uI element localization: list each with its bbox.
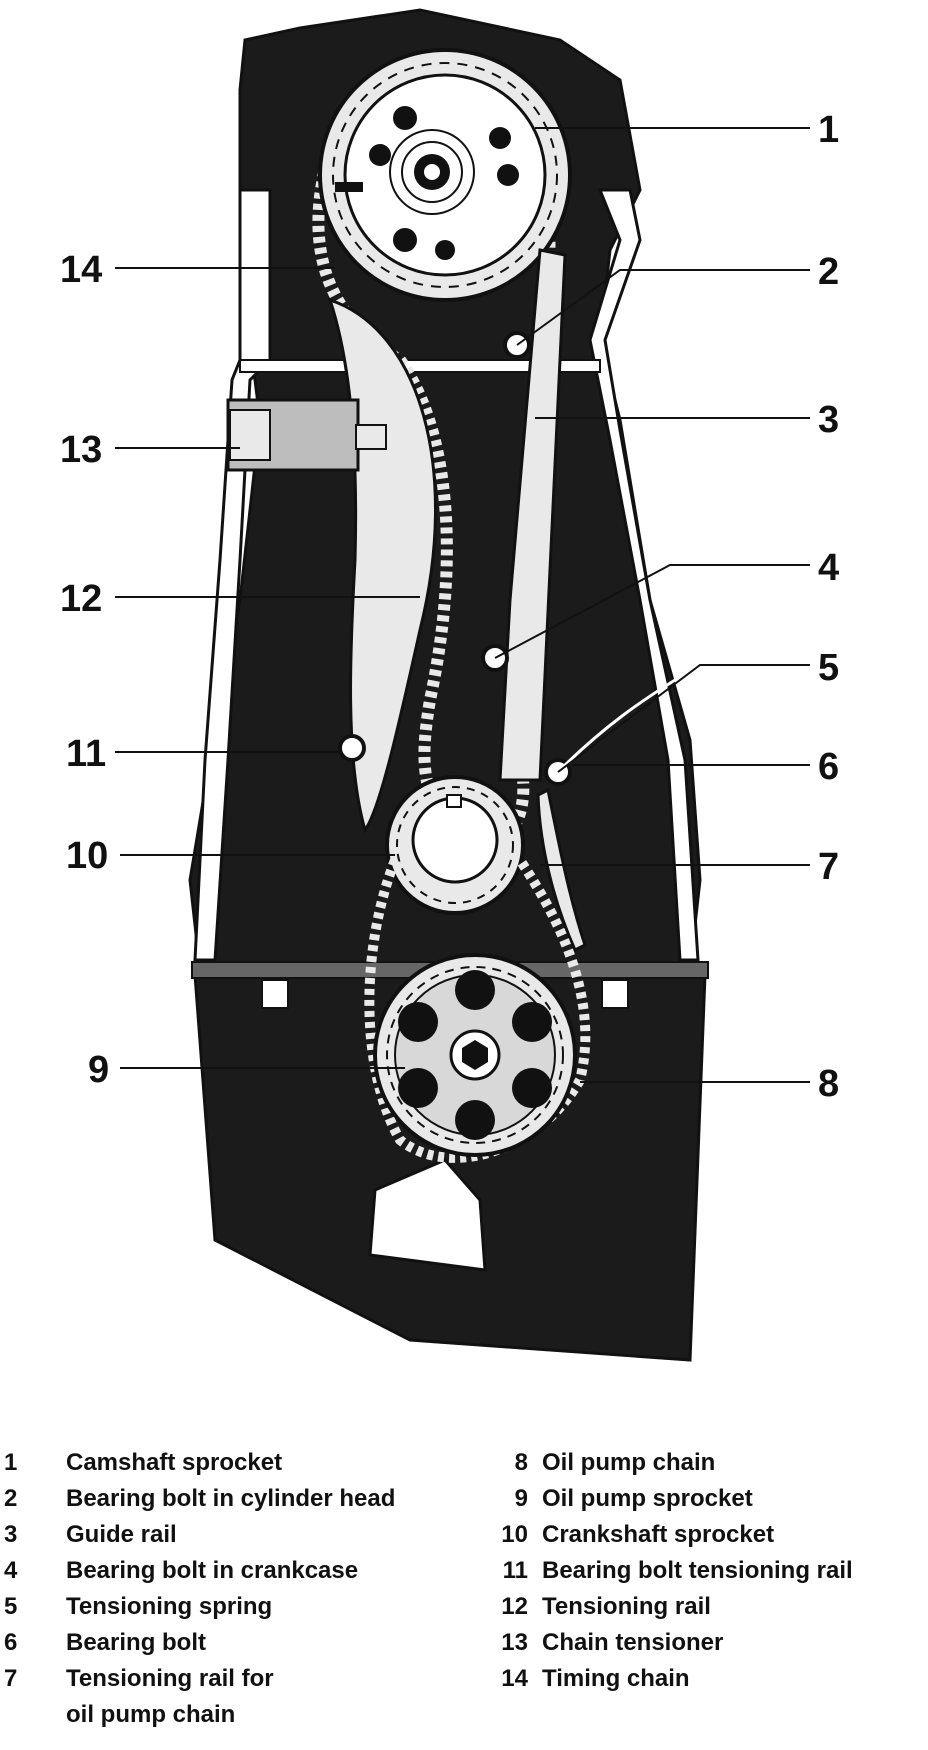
legend-number: 6 xyxy=(4,1629,18,1656)
legend-row: 7 Tensioning rail for oil pump chain xyxy=(0,1661,470,1733)
legend-number: 8 xyxy=(514,1449,528,1476)
callout-14: 14 xyxy=(60,249,102,291)
legend-number: 12 xyxy=(501,1593,528,1620)
callout-5: 5 xyxy=(818,647,839,689)
camshaft-sprocket xyxy=(318,48,572,302)
callout-1: 1 xyxy=(818,109,839,151)
callout-3: 3 xyxy=(818,399,839,441)
legend-text: Tensioning rail for oil pump chain xyxy=(66,1665,274,1728)
legend-text: Crankshaft sprocket xyxy=(542,1521,775,1548)
legend-number: 5 xyxy=(4,1593,18,1620)
head-gasket-band xyxy=(239,359,601,373)
legend-column-left: 1 Camshaft sprocket 2 Bearing bolt in cyli… xyxy=(0,1445,470,1733)
tensioning-spring xyxy=(556,663,701,774)
legend-number: 9 xyxy=(514,1485,528,1512)
legend-number: 2 xyxy=(4,1485,18,1512)
legend-text: Tensioning spring xyxy=(66,1593,273,1620)
callout-11: 11 xyxy=(66,733,106,775)
pan-bolt-left xyxy=(261,979,289,1009)
callout-7: 7 xyxy=(818,846,839,888)
legend-row: 3 Guide rail xyxy=(0,1517,470,1553)
callout-10: 10 xyxy=(66,835,108,877)
legend-row: 2 Bearing bolt in cylinder head xyxy=(0,1481,470,1517)
legend-number: 3 xyxy=(4,1521,18,1548)
legend-text: Bearing bolt xyxy=(66,1629,207,1656)
legend-row: 11 Bearing bolt tensioning rail xyxy=(470,1553,928,1589)
legend-row: 9 Oil pump sprocket xyxy=(470,1481,928,1517)
crankshaft-sprocket xyxy=(385,775,525,915)
block-wall-right xyxy=(588,188,700,962)
legend-row: 13 Chain tensioner xyxy=(470,1625,928,1661)
legend-text: Oil pump chain xyxy=(542,1449,716,1476)
callout-4: 4 xyxy=(818,547,839,589)
legend-row: 8 Oil pump chain xyxy=(470,1445,928,1481)
legend-text: Tensioning rail xyxy=(542,1593,711,1620)
legend-text: Guide rail xyxy=(66,1521,177,1548)
callout-12: 12 xyxy=(60,578,102,620)
legend-row: 14 Timing chain xyxy=(470,1661,928,1697)
legend-number: 13 xyxy=(501,1629,528,1656)
legend-number: 14 xyxy=(501,1665,528,1692)
legend-number: 1 xyxy=(4,1449,18,1476)
callout-13: 13 xyxy=(60,429,102,471)
chain-tensioner xyxy=(226,398,387,472)
legend-text: Chain tensioner xyxy=(542,1629,724,1656)
legend-text: Timing chain xyxy=(542,1665,690,1692)
legend-text: Camshaft sprocket xyxy=(66,1449,283,1476)
legend-number: 4 xyxy=(4,1557,18,1584)
callout-6: 6 xyxy=(818,746,839,788)
callout-9: 9 xyxy=(88,1049,109,1091)
legend-row: 1 Camshaft sprocket xyxy=(0,1445,470,1481)
legend-text: Bearing bolt in cylinder head xyxy=(66,1485,396,1512)
legend-column-right: 8 Oil pump chain 9 Oil pump sprocket 10 Cra… xyxy=(470,1445,928,1697)
legend-number: 11 xyxy=(502,1557,528,1584)
legend-text: Bearing bolt in crankcase xyxy=(66,1557,359,1584)
oil-pump-housing-window xyxy=(368,1158,487,1272)
legend-text: Oil pump sprocket xyxy=(542,1485,753,1512)
bearing-bolt-tensioning-rail xyxy=(338,734,366,762)
legend-text: Bearing bolt tensioning rail xyxy=(542,1557,853,1584)
callout-8: 8 xyxy=(818,1063,839,1105)
tensioning-rail-oil-pump xyxy=(536,787,587,953)
pan-bolt-right xyxy=(601,979,629,1009)
timing-chain-diagram: 1 2 3 4 5 6 7 8 9 10 11 12 13 14 xyxy=(60,8,839,1362)
legend-row: 4 Bearing bolt in crankcase xyxy=(0,1553,470,1589)
legend-row: 6 Bearing bolt xyxy=(0,1625,470,1661)
legend-row: 10 Crankshaft sprocket xyxy=(470,1517,928,1553)
oil-pump-sprocket xyxy=(373,953,577,1157)
legend-row: 5 Tensioning spring xyxy=(0,1589,470,1625)
legend-row: 12 Tensioning rail xyxy=(470,1589,928,1625)
legend: 1 Camshaft sprocket 2 Bearing bolt in cyli… xyxy=(0,1445,928,1745)
leader-lines xyxy=(115,127,810,1083)
callout-2: 2 xyxy=(818,251,839,293)
legend-number: 10 xyxy=(501,1521,528,1548)
legend-number: 7 xyxy=(4,1665,18,1692)
